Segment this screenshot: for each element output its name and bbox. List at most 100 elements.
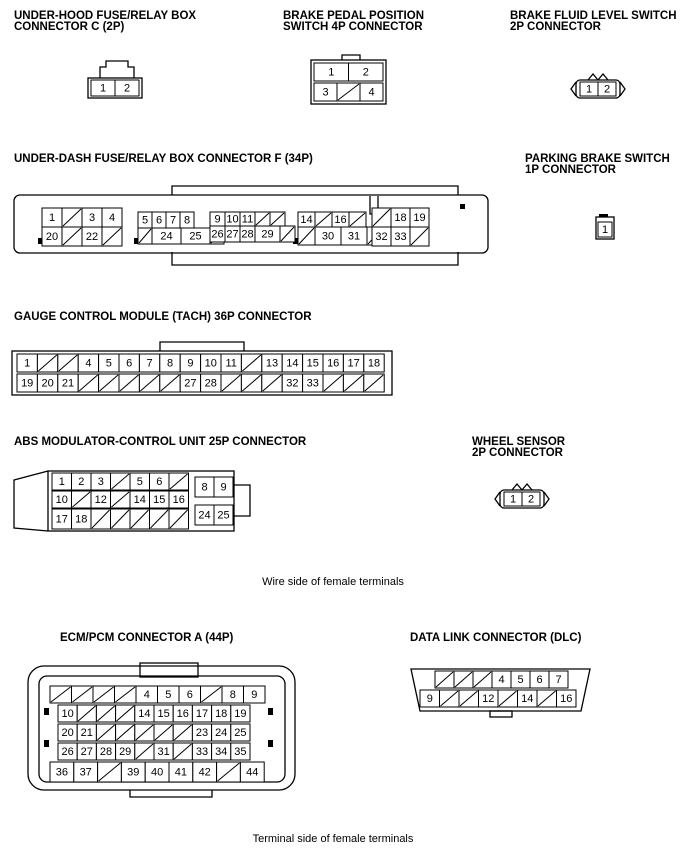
terminal-number: 4 — [498, 674, 504, 686]
terminal-number: 28 — [100, 746, 112, 758]
terminal-number: 6 — [156, 476, 162, 488]
unused-terminal-slash — [349, 212, 366, 227]
ud-f-lock-mark-2 — [134, 238, 139, 244]
terminal-number: 10 — [61, 708, 73, 720]
terminal-number: 24 — [215, 727, 227, 739]
unused-terminal-slash — [169, 509, 188, 529]
unused-terminal-slash — [498, 690, 517, 707]
unused-terminal-slash — [97, 705, 115, 722]
terminal-number: 33 — [394, 231, 406, 243]
terminal-number: 20 — [61, 727, 73, 739]
uh-title-line2: CONNECTOR C (2P) — [14, 21, 124, 33]
unused-terminal-slash — [50, 686, 71, 703]
abs-housing — [47, 470, 235, 532]
unused-terminal-slash — [454, 671, 473, 688]
unused-terminal-slash — [111, 509, 130, 529]
terminal-cell — [243, 685, 266, 704]
terminal-number: 35 — [234, 746, 246, 758]
terminal-number: 7 — [147, 358, 153, 370]
pb-terminals: 1 — [597, 221, 613, 238]
terminal-number: 36 — [56, 767, 68, 779]
terminal-number: 2 — [78, 476, 84, 488]
terminal-number: 15 — [157, 708, 169, 720]
terminal-number: 7 — [170, 215, 176, 227]
terminal-number: 40 — [151, 767, 163, 779]
terminal-number: 24 — [198, 510, 210, 522]
terminal-number: 6 — [156, 215, 162, 227]
unused-terminal-slash — [372, 208, 391, 227]
ud-f-lock-mark-1 — [38, 238, 43, 244]
bpp-latch — [341, 54, 361, 60]
ecm-title: ECM/PCM CONNECTOR A (44P) — [60, 632, 234, 644]
terminal-number: 12 — [482, 693, 494, 705]
terminal-number: 2 — [124, 83, 130, 95]
dlc-title: DATA LINK CONNECTOR (DLC) — [410, 632, 582, 644]
bfl-housing — [575, 79, 621, 99]
ecm-lock-mark-4 — [268, 740, 273, 747]
ecm-housing-outer — [27, 665, 296, 791]
terminal-number: 39 — [127, 767, 139, 779]
terminal-number: 1 — [586, 84, 592, 96]
terminal-number: 15 — [153, 494, 165, 506]
bpp-title-line2: SWITCH 4P CONNECTOR — [283, 21, 423, 33]
ud-f-lock-mark-5 — [460, 204, 465, 209]
terminal-number: 9 — [214, 214, 220, 226]
unused-terminal-slash — [270, 212, 285, 226]
unused-terminal-slash — [255, 212, 270, 226]
unused-terminal-slash — [364, 374, 384, 392]
pb-title-line2: 1P CONNECTOR — [525, 164, 617, 176]
bpp-housing — [310, 59, 387, 105]
terminal-number: 5 — [106, 358, 112, 370]
gcm-housing — [11, 350, 393, 396]
terminal-number: 21 — [81, 727, 93, 739]
terminal-number: 26 — [61, 746, 73, 758]
terminal-cell — [521, 491, 541, 507]
terminal-number: 10 — [226, 214, 238, 226]
unused-terminal-slash — [91, 509, 110, 529]
unused-terminal-slash — [99, 374, 119, 392]
terminal-cell — [239, 761, 265, 783]
unused-terminal-slash — [435, 671, 454, 688]
terminal-number: 4 — [144, 689, 150, 701]
terminal-cell — [168, 490, 189, 509]
terminal-number: 44 — [246, 767, 258, 779]
ecm-lock-mark-1 — [44, 708, 49, 715]
unused-terminal-slash — [130, 509, 149, 529]
unused-terminal-slash — [459, 690, 478, 707]
terminal-number: 5 — [165, 689, 171, 701]
terminal-number: 14 — [286, 358, 298, 370]
unused-terminal-slash — [78, 374, 98, 392]
terminal-number: 16 — [173, 494, 185, 506]
terminal-number: 31 — [157, 746, 169, 758]
terminal-number: 27 — [226, 229, 238, 241]
ud-title: UNDER-DASH FUSE/RELAY BOX CONNECTOR F (3… — [14, 153, 313, 165]
unused-terminal-slash — [160, 374, 180, 392]
terminal-number: 30 — [322, 231, 334, 243]
wire-side-note: Wire side of female terminals — [262, 576, 404, 588]
unused-terminal-slash — [262, 374, 282, 392]
terminal-number: 11 — [225, 358, 236, 370]
ecm-lock-mark-3 — [268, 708, 273, 715]
ecm-top-latch — [139, 662, 199, 678]
terminal-cell — [348, 62, 384, 82]
terminal-number: 6 — [536, 674, 542, 686]
unused-terminal-slash — [111, 491, 130, 508]
terminal-number: 3 — [89, 212, 95, 224]
unused-terminal-slash — [298, 227, 315, 245]
terminal-number: 9 — [220, 482, 226, 494]
